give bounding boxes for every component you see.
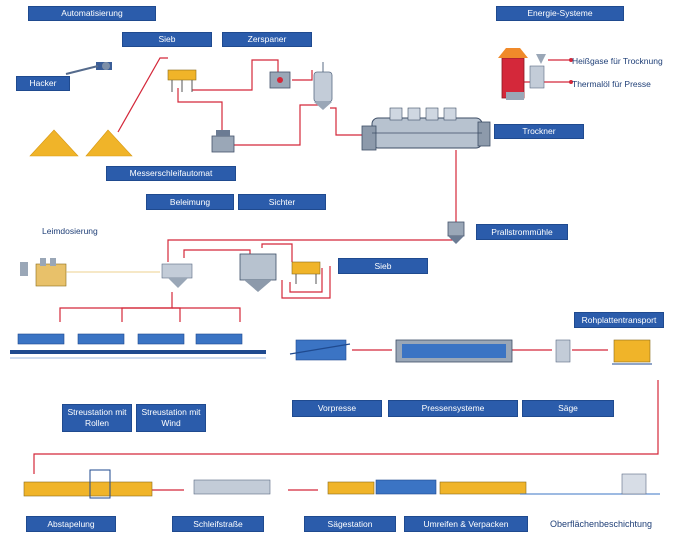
pipe-streu-2: [121, 307, 172, 322]
leimdosierung-station: [20, 258, 160, 287]
energie-anlage: [498, 48, 546, 100]
leimdosierung-label: Leimdosierung: [42, 226, 98, 236]
rohplattentransport-label: Rohplattentransport: [574, 312, 664, 328]
automatisierung-label: Automatisierung: [28, 6, 156, 21]
zerspaner-label: Zerspaner: [222, 32, 312, 47]
pipe-streu-4: [172, 307, 241, 322]
beleimung-sichter-cluster: [161, 253, 321, 292]
saege-label: Säge: [522, 400, 614, 417]
presse-line: [289, 339, 652, 365]
sieb-mid-label: Sieb: [338, 258, 428, 274]
pipe-silo-to-trockner: [330, 107, 362, 136]
pipe-endpoints: [569, 58, 573, 84]
woodchip-pile-1: [29, 129, 79, 157]
silo: [313, 62, 333, 110]
pipe-sieb-to-messerschleifer: [177, 88, 223, 132]
streustation-wind-label: Streustation mit Wind: [136, 404, 206, 432]
thermaloel-label: Thermalöl für Presse: [572, 79, 651, 89]
pipe-zerspaner-to-silo: [292, 70, 313, 81]
zerspaner-machine: [269, 71, 291, 89]
pipe-loop-right: [289, 268, 323, 293]
pipe-line-to-bottom: [33, 380, 659, 474]
prallstrommuehle-machine: [447, 221, 465, 244]
pressensysteme-label: Pressensysteme: [388, 400, 518, 417]
messerschleifer-machine: [211, 130, 235, 153]
pipe-sieb-to-zerspaner: [192, 59, 279, 91]
pipe-network: [33, 57, 659, 491]
woodchip-pile-2: [85, 129, 133, 157]
streustation-rollen-label: Streustation mit Rollen: [62, 404, 132, 432]
vorpresse-label: Vorpresse: [292, 400, 382, 417]
bottom-line: [23, 469, 660, 499]
beleimung-label: Beleimung: [146, 194, 234, 210]
pipe-streu-down: [59, 292, 173, 322]
pipe-leim-loop-2: [261, 243, 293, 262]
prallstrommuehle-label: Prallstrommühle: [476, 224, 568, 240]
schleifstrasse-label: Schleifstraße: [172, 516, 264, 532]
energie-systeme-label: Energie-Systeme: [496, 6, 624, 21]
sieb-top-machine: [167, 69, 197, 92]
abstapelung-label: Abstapelung: [26, 516, 116, 532]
pipe-messerschleifer-to-silo: [234, 104, 318, 146]
oberflaechenbeschichtung-label: Oberflächenbeschichtung: [550, 519, 653, 529]
pipe-hacker-to-sieb: [117, 57, 168, 133]
heissgase-label: Heißgase für Trocknung: [572, 56, 663, 66]
pipe-streu-3: [172, 307, 181, 322]
trockner-machine: [361, 107, 491, 151]
trockner-label: Trockner: [494, 124, 584, 139]
sieb-top-label: Sieb: [122, 32, 212, 47]
hacker-machine: [65, 62, 112, 75]
sichter-label: Sichter: [238, 194, 326, 210]
pipe-loop-right2: [281, 266, 331, 299]
saegestation-label: Sägestation: [304, 516, 396, 532]
hacker-label: Hacker: [16, 76, 70, 91]
umreifen-verpacken-label: Umreifen & Verpacken: [404, 516, 528, 532]
messerschleifautomat-label: Messerschleifautomat: [106, 166, 236, 181]
streustation-line: [10, 333, 266, 359]
